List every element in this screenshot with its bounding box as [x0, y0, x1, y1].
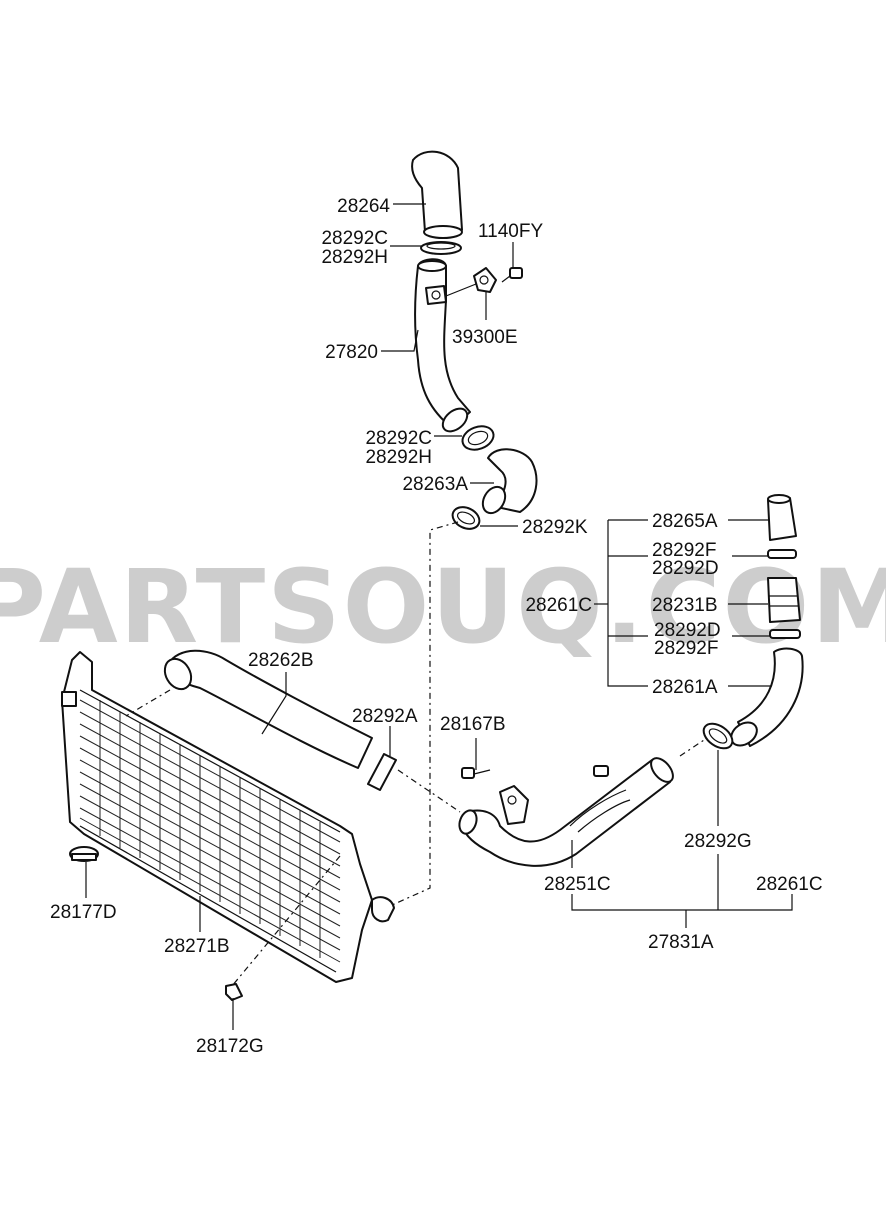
hose-28264: [411, 150, 463, 239]
clamp-28292c-mid: [461, 425, 495, 451]
label-39300e: 39300E: [452, 327, 518, 348]
label-28261a: 28261A: [652, 677, 718, 698]
label-27831a: 27831A: [648, 932, 714, 953]
clamp-28292c-top: [420, 241, 462, 255]
hose-28265a: [767, 494, 797, 541]
part-labels: 28264 28292C 28292H 1140FY 39300E 27820 …: [50, 196, 823, 1057]
hose-28261a: [730, 647, 804, 747]
intercooler-28271b: [61, 651, 395, 983]
nut-28172g: [225, 983, 243, 1001]
label-28292c-top: 28292C: [321, 228, 388, 249]
label-28292c-mid: 28292C: [365, 428, 432, 449]
label-28292d-b: 28292D: [654, 620, 721, 641]
label-28251c: 28251C: [544, 874, 611, 895]
label-28261c-left: 28261C: [525, 595, 592, 616]
grommet-28177d: [69, 846, 99, 862]
label-28292k: 28292K: [522, 517, 588, 538]
label-28231b: 28231B: [652, 595, 718, 616]
label-28265a: 28265A: [652, 511, 718, 532]
clamp-28292d-bottom: [769, 629, 801, 639]
label-28172g: 28172G: [196, 1036, 264, 1057]
clamp-28292k: [451, 506, 481, 530]
bolt-28167b: [461, 767, 491, 779]
leader-lines: [85, 203, 793, 1030]
sensor-39300e: [473, 267, 497, 293]
label-28263a: 28263A: [402, 474, 468, 495]
clamp-28292f-top: [767, 549, 797, 559]
label-28177d: 28177D: [50, 902, 117, 923]
label-27820: 27820: [325, 342, 378, 363]
pipe-27820: [414, 258, 471, 433]
hose-28262b: [163, 649, 373, 769]
coupler-28231b: [767, 577, 801, 623]
hose-28263a: [481, 448, 538, 515]
pipe-28251c: [458, 757, 674, 867]
label-28167b: 28167B: [440, 714, 506, 735]
label-28271b: 28271B: [164, 936, 230, 957]
label-28261c-right: 28261C: [756, 874, 823, 895]
label-28264: 28264: [337, 196, 390, 217]
label-28292a: 28292A: [352, 706, 418, 727]
routing-lines: [125, 521, 705, 987]
label-28262b: 28262B: [248, 650, 314, 671]
label-28292f-b: 28292F: [654, 638, 718, 659]
label-28292d-a: 28292D: [652, 558, 719, 579]
clamp-28292a: [367, 753, 397, 791]
label-28292g: 28292G: [684, 831, 752, 852]
label-1140fy: 1140FY: [478, 221, 543, 242]
label-28292h-mid: 28292H: [365, 447, 432, 468]
label-28292h-top: 28292H: [321, 247, 388, 268]
bolt-1140fy: [501, 267, 523, 283]
watermark: PARTSOUQ.COM: [0, 548, 886, 667]
label-28292f-a: 28292F: [652, 540, 716, 561]
clamp-28292g: [702, 722, 734, 750]
